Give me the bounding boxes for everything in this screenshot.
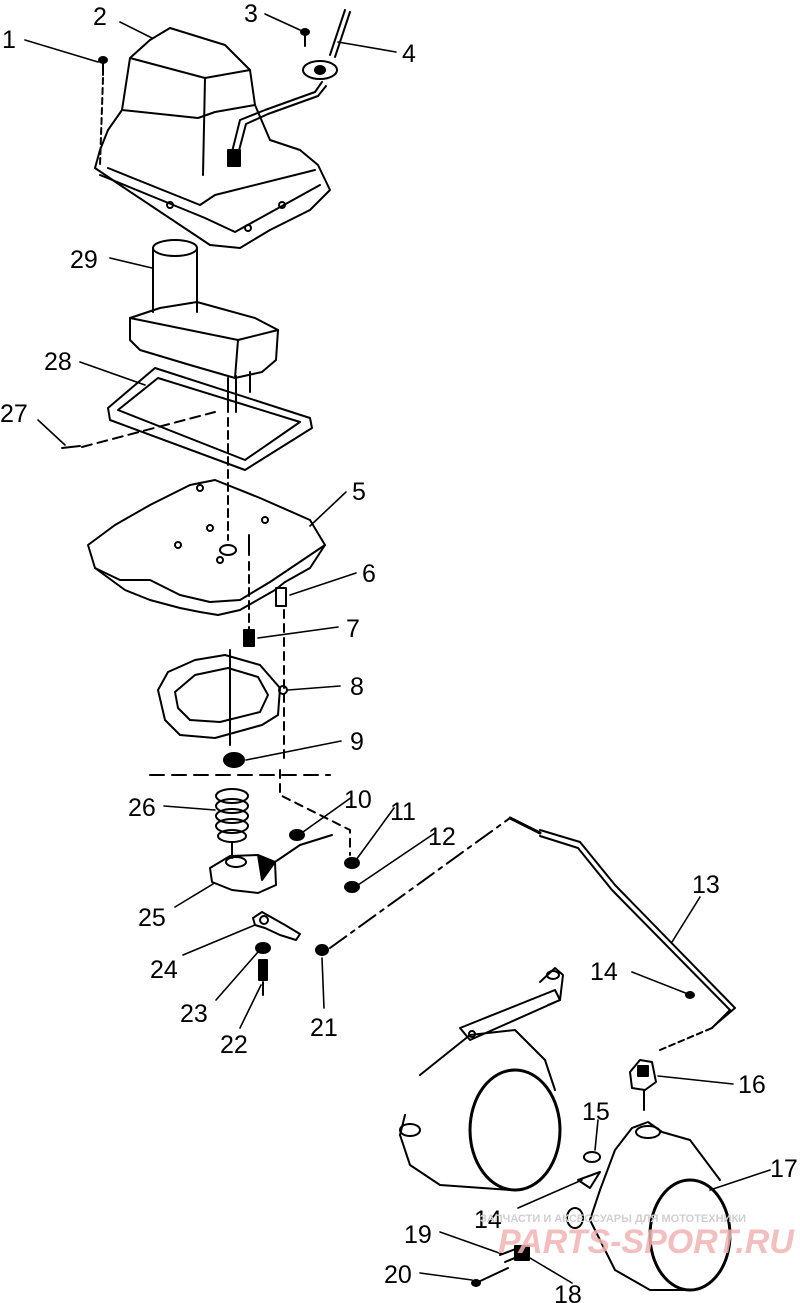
gasket-part-28 — [107, 367, 313, 471]
watermark: ЗАПЧАСТИ И АКСЕССУАРЫ ДЛЯ МОТОТЕХНИКИ PA… — [480, 1213, 795, 1261]
callout-8: 8 — [350, 673, 364, 701]
callout-25: 25 — [138, 904, 166, 932]
callout-14a: 14 — [590, 958, 618, 986]
nut-part-10 — [289, 829, 305, 841]
screw-part-1 — [98, 56, 108, 166]
top-cover-part-2 — [94, 27, 331, 249]
actuator-part-29 — [129, 239, 279, 413]
screw-part-3 — [300, 28, 310, 47]
mounting-plate-part-5 — [87, 417, 326, 616]
clip-guide-line — [659, 1027, 713, 1051]
screw-part-20 — [471, 1267, 509, 1287]
gasket-part-8 — [157, 609, 288, 761]
callout-22: 22 — [220, 1031, 248, 1059]
throttle-housing-part-17 — [566, 1121, 732, 1292]
bracket-part-24 — [252, 911, 301, 941]
callout-10: 10 — [344, 786, 372, 814]
callout-15: 15 — [582, 1098, 610, 1126]
throttle-housing-left — [399, 967, 564, 1192]
callout-19: 19 — [404, 1221, 432, 1249]
spring-part-26 — [215, 788, 249, 859]
nut-part-21 — [315, 944, 329, 956]
callout-18: 18 — [554, 1281, 582, 1303]
assembly-guide-line — [279, 769, 351, 856]
nut-part-9 — [223, 752, 245, 768]
callout-27: 27 — [0, 400, 28, 428]
lever-part-25 — [209, 834, 333, 894]
rod-guide-line — [329, 817, 511, 949]
watermark-brand: PARTS-SPORT.RU — [498, 1223, 795, 1261]
callout-21: 21 — [310, 1014, 338, 1042]
callout-4: 4 — [402, 40, 416, 68]
watermark-tagline: ЗАПЧАСТИ И АКСЕССУАРЫ ДЛЯ МОТОТЕХНИКИ — [480, 1213, 746, 1225]
callout-24: 24 — [150, 956, 178, 984]
callout-20: 20 — [384, 1261, 412, 1289]
callout-3: 3 — [244, 0, 258, 28]
screw-part-22 — [258, 959, 268, 996]
pin-part-27 — [61, 411, 216, 449]
callout-2: 2 — [93, 3, 107, 31]
callout-17: 17 — [770, 1155, 798, 1183]
bushing-part-18 — [514, 1245, 530, 1261]
callout-28: 28 — [44, 348, 72, 376]
cable-grommet-part-4 — [302, 9, 351, 80]
callout-13: 13 — [692, 871, 720, 899]
callout-1: 1 — [2, 26, 16, 54]
rod-part-13 — [508, 816, 736, 1029]
callout-16: 16 — [738, 1071, 766, 1099]
clip-part-14-lower — [577, 1171, 601, 1189]
callout-5: 5 — [352, 478, 366, 506]
callout-6: 6 — [362, 560, 376, 588]
fitting-part-16 — [629, 1059, 657, 1111]
callout-26: 26 — [128, 794, 156, 822]
callout-23: 23 — [180, 1000, 208, 1028]
callout-12: 12 — [428, 823, 456, 851]
nut-part-12 — [344, 881, 360, 893]
washer-part-15 — [583, 1151, 601, 1163]
callout-7: 7 — [346, 615, 360, 643]
leader-lines — [24, 13, 771, 1284]
screw-part-7 — [243, 561, 255, 647]
callout-11: 11 — [390, 798, 416, 826]
callout-9: 9 — [350, 728, 364, 756]
washer-part-23 — [255, 942, 271, 954]
callout-29: 29 — [70, 246, 98, 274]
callout-14b: 14 — [474, 1206, 502, 1234]
